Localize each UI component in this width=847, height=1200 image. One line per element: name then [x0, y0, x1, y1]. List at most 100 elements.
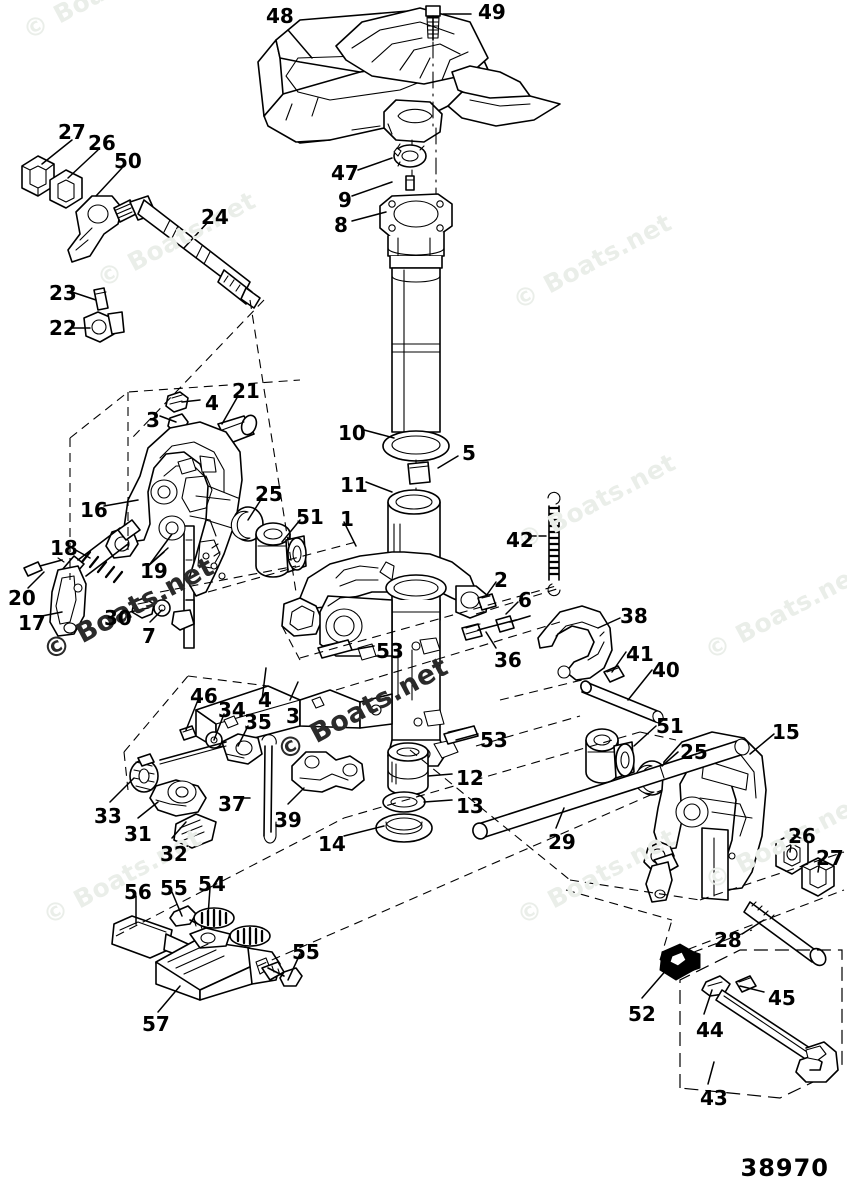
- callout-number-53: 53: [376, 639, 404, 663]
- callout-number-1: 1: [340, 507, 354, 531]
- callout-number-13: 13: [456, 794, 484, 818]
- part-23-roll-pin: [93, 287, 109, 311]
- leader-line-16: [103, 499, 139, 507]
- leader-line-43: [707, 1061, 715, 1085]
- leader-line-15: [749, 733, 775, 755]
- part-46-screw: [179, 725, 197, 741]
- leader-line-10: [363, 429, 395, 439]
- callout-number-23: 23: [49, 281, 77, 305]
- leader-line-35: [237, 725, 249, 747]
- leader-line-36: [485, 631, 497, 649]
- callout-number-42: 42: [506, 528, 534, 552]
- part-35-link: [221, 733, 263, 765]
- callout-number-31: 31: [124, 822, 152, 846]
- leader-line-34: [213, 713, 225, 741]
- callout-number-57: 57: [142, 1012, 170, 1036]
- part-36-screw: [461, 619, 517, 641]
- callout-number-17: 17: [18, 611, 46, 635]
- callout-number-16: 16: [80, 498, 108, 522]
- driveshaft-housing-tube: [389, 255, 443, 433]
- part-33-spring: [129, 753, 159, 793]
- leader-line-57: [157, 985, 181, 1013]
- callout-number-50: 50: [114, 149, 142, 173]
- part-7-washer: [153, 599, 171, 617]
- part-13-washer: [382, 791, 426, 813]
- part-51-bushing-right: [585, 728, 635, 784]
- callout-number-47: 47: [331, 161, 359, 185]
- part-43-assembly-box: [679, 949, 843, 1099]
- part-57-lower-mount-bracket: [155, 927, 285, 1001]
- callout-number-4: 4: [205, 391, 219, 415]
- leader-line-32: [171, 821, 187, 839]
- callout-number-24: 24: [201, 205, 229, 229]
- callout-number-26: 26: [88, 131, 116, 155]
- leader-line-3: [289, 681, 299, 701]
- leader-line-13: [423, 799, 453, 803]
- part-49-bolt: [425, 5, 441, 41]
- leader-line-7: [149, 609, 163, 623]
- callout-number-36: 36: [494, 648, 522, 672]
- leader-line-8: [351, 211, 387, 222]
- callout-number-12: 12: [456, 766, 484, 790]
- drawing-number: 38970: [740, 1154, 829, 1182]
- part-38-tilt-lock-lever: [537, 605, 613, 681]
- part-21-pin: [217, 414, 258, 445]
- part-55-screw-right: [267, 965, 303, 987]
- callout-number-52: 52: [628, 1002, 656, 1026]
- callout-number-55: 55: [160, 876, 188, 900]
- part-53-roll-pin-lower: [443, 725, 479, 745]
- leader-line-5: [437, 455, 459, 469]
- part-43-support-rod: [715, 989, 839, 1083]
- callout-number-14: 14: [318, 832, 346, 856]
- leader-line-12: [427, 773, 453, 777]
- callout-number-30: 30: [104, 606, 132, 630]
- callout-number-27: 27: [816, 846, 844, 870]
- leader-line-2: [485, 581, 497, 597]
- callout-number-45: 45: [768, 986, 796, 1010]
- callout-number-10: 10: [338, 421, 366, 445]
- part-14-seal: [375, 813, 433, 843]
- leader-line-55: [171, 891, 183, 917]
- part-27-nut-right: [801, 857, 835, 897]
- leader-line-6: [505, 601, 519, 615]
- leader-line-9: [351, 181, 393, 197]
- leader-line-48: [287, 29, 313, 59]
- leader-line-18: [71, 547, 91, 559]
- callout-number-4: 4: [258, 688, 272, 712]
- callout-number-51: 51: [656, 714, 684, 738]
- leader-line-53: [351, 645, 375, 651]
- callout-number-48: 48: [266, 4, 294, 28]
- callout-number-34: 34: [218, 698, 246, 722]
- leader-line-51: [633, 725, 657, 747]
- callout-number-53: 53: [480, 728, 508, 752]
- callout-number-55: 55: [292, 940, 320, 964]
- callout-number-26: 26: [788, 824, 816, 848]
- leader-line-54: [207, 887, 211, 917]
- leader-line-1: [343, 521, 357, 547]
- callout-number-3: 3: [146, 408, 160, 432]
- part-1-swivel-bracket: [183, 525, 489, 767]
- callout-number-32: 32: [160, 842, 188, 866]
- leader-line-51: [281, 519, 301, 543]
- callout-number-54: 54: [198, 872, 226, 896]
- part-4-nut-upper: [165, 391, 189, 413]
- leader-line-41: [611, 651, 627, 673]
- leader-line-20: [27, 571, 45, 589]
- leader-line-27: [41, 139, 73, 165]
- callout-number-8: 8: [334, 213, 348, 237]
- part-10-seal: [382, 430, 450, 462]
- leader-line-29: [555, 807, 565, 829]
- leader-line-17: [41, 611, 63, 617]
- callout-number-5: 5: [462, 441, 476, 465]
- callout-number-20: 20: [8, 586, 36, 610]
- leader-line-25: [247, 497, 263, 521]
- leader-line-26: [789, 837, 793, 853]
- callout-number-25: 25: [680, 740, 708, 764]
- callout-number-51: 51: [296, 505, 324, 529]
- part-51-bushing-left: [255, 522, 307, 578]
- callout-number-56: 56: [124, 880, 152, 904]
- part-26-bushing-left: [49, 169, 83, 209]
- leader-line-4: [261, 667, 267, 701]
